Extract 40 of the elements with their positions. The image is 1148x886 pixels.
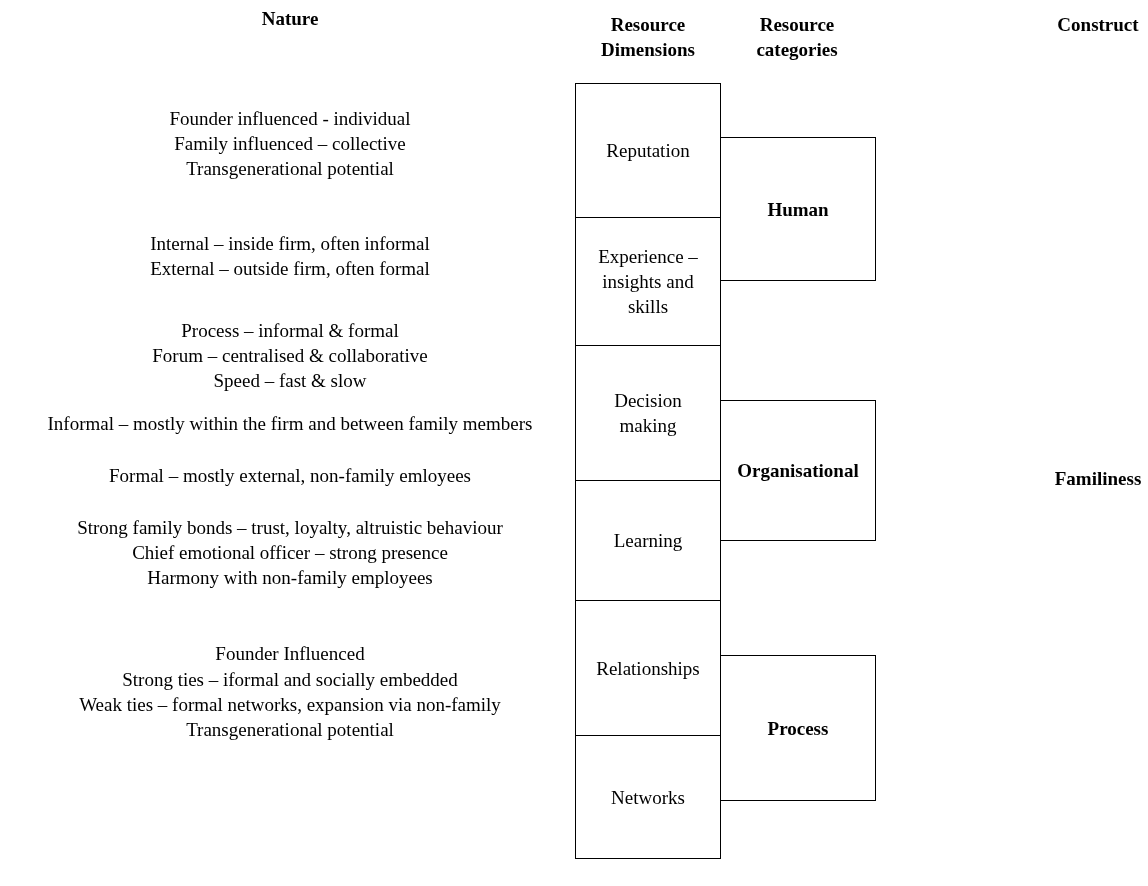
category-label: Organisational [736, 459, 860, 483]
dimension-box [575, 735, 721, 859]
nature-text: Informal – mostly within the firm and between family members [46, 412, 534, 436]
dimension-label: Relationships [595, 656, 701, 681]
dimension-label: Decision making [613, 389, 683, 438]
category-box [720, 400, 876, 541]
nature-text: Transgenerational potential [185, 157, 395, 181]
dimension-box [575, 480, 721, 601]
column-header: Resource Dimensions [600, 13, 696, 62]
nature-text: Weak ties – formal networks, expansion via non-family [78, 693, 502, 717]
nature-text: Founder Influenced [214, 642, 366, 666]
nature-text: Forum – centralised & collaborative [151, 344, 429, 368]
nature-text: Strong ties – iformal and socially embedded [121, 668, 459, 692]
category-box [720, 655, 876, 801]
nature-text: Transgenerational potential [185, 718, 395, 742]
nature-text: Process – informal & formal [180, 319, 400, 343]
dimension-box [575, 600, 721, 736]
nature-text: Strong family bonds – trust, loyalty, altruistic behaviour [76, 516, 504, 540]
dimension-label: Experience – insights and skills [597, 245, 699, 319]
category-label: Process [766, 716, 830, 741]
nature-text: Harmony with non-family employees [146, 566, 434, 590]
category-label: Human [766, 197, 830, 222]
dimension-box [575, 217, 721, 346]
dimension-label: Learning [612, 529, 684, 553]
construct-label: Familiness [1053, 467, 1143, 491]
nature-text: Founder influenced - individual [168, 107, 412, 131]
column-header: Nature [260, 7, 320, 31]
dimension-box [575, 345, 721, 481]
nature-text: Formal – mostly external, non-family emloyees [108, 464, 472, 488]
nature-text: Internal – inside firm, often informal [149, 232, 431, 256]
dimension-box [575, 83, 721, 218]
column-header: Resource categories [755, 13, 839, 62]
nature-text: Chief emotional officer – strong presence [131, 541, 449, 565]
nature-text: Speed – fast & slow [212, 369, 368, 393]
dimension-label: Reputation [605, 139, 691, 163]
category-box [720, 137, 876, 281]
nature-text: External – outside firm, often formal [149, 257, 431, 281]
nature-text: Family influenced – collective [173, 132, 407, 156]
column-header: Construct [1056, 13, 1140, 37]
dimension-label: Networks [610, 785, 686, 810]
